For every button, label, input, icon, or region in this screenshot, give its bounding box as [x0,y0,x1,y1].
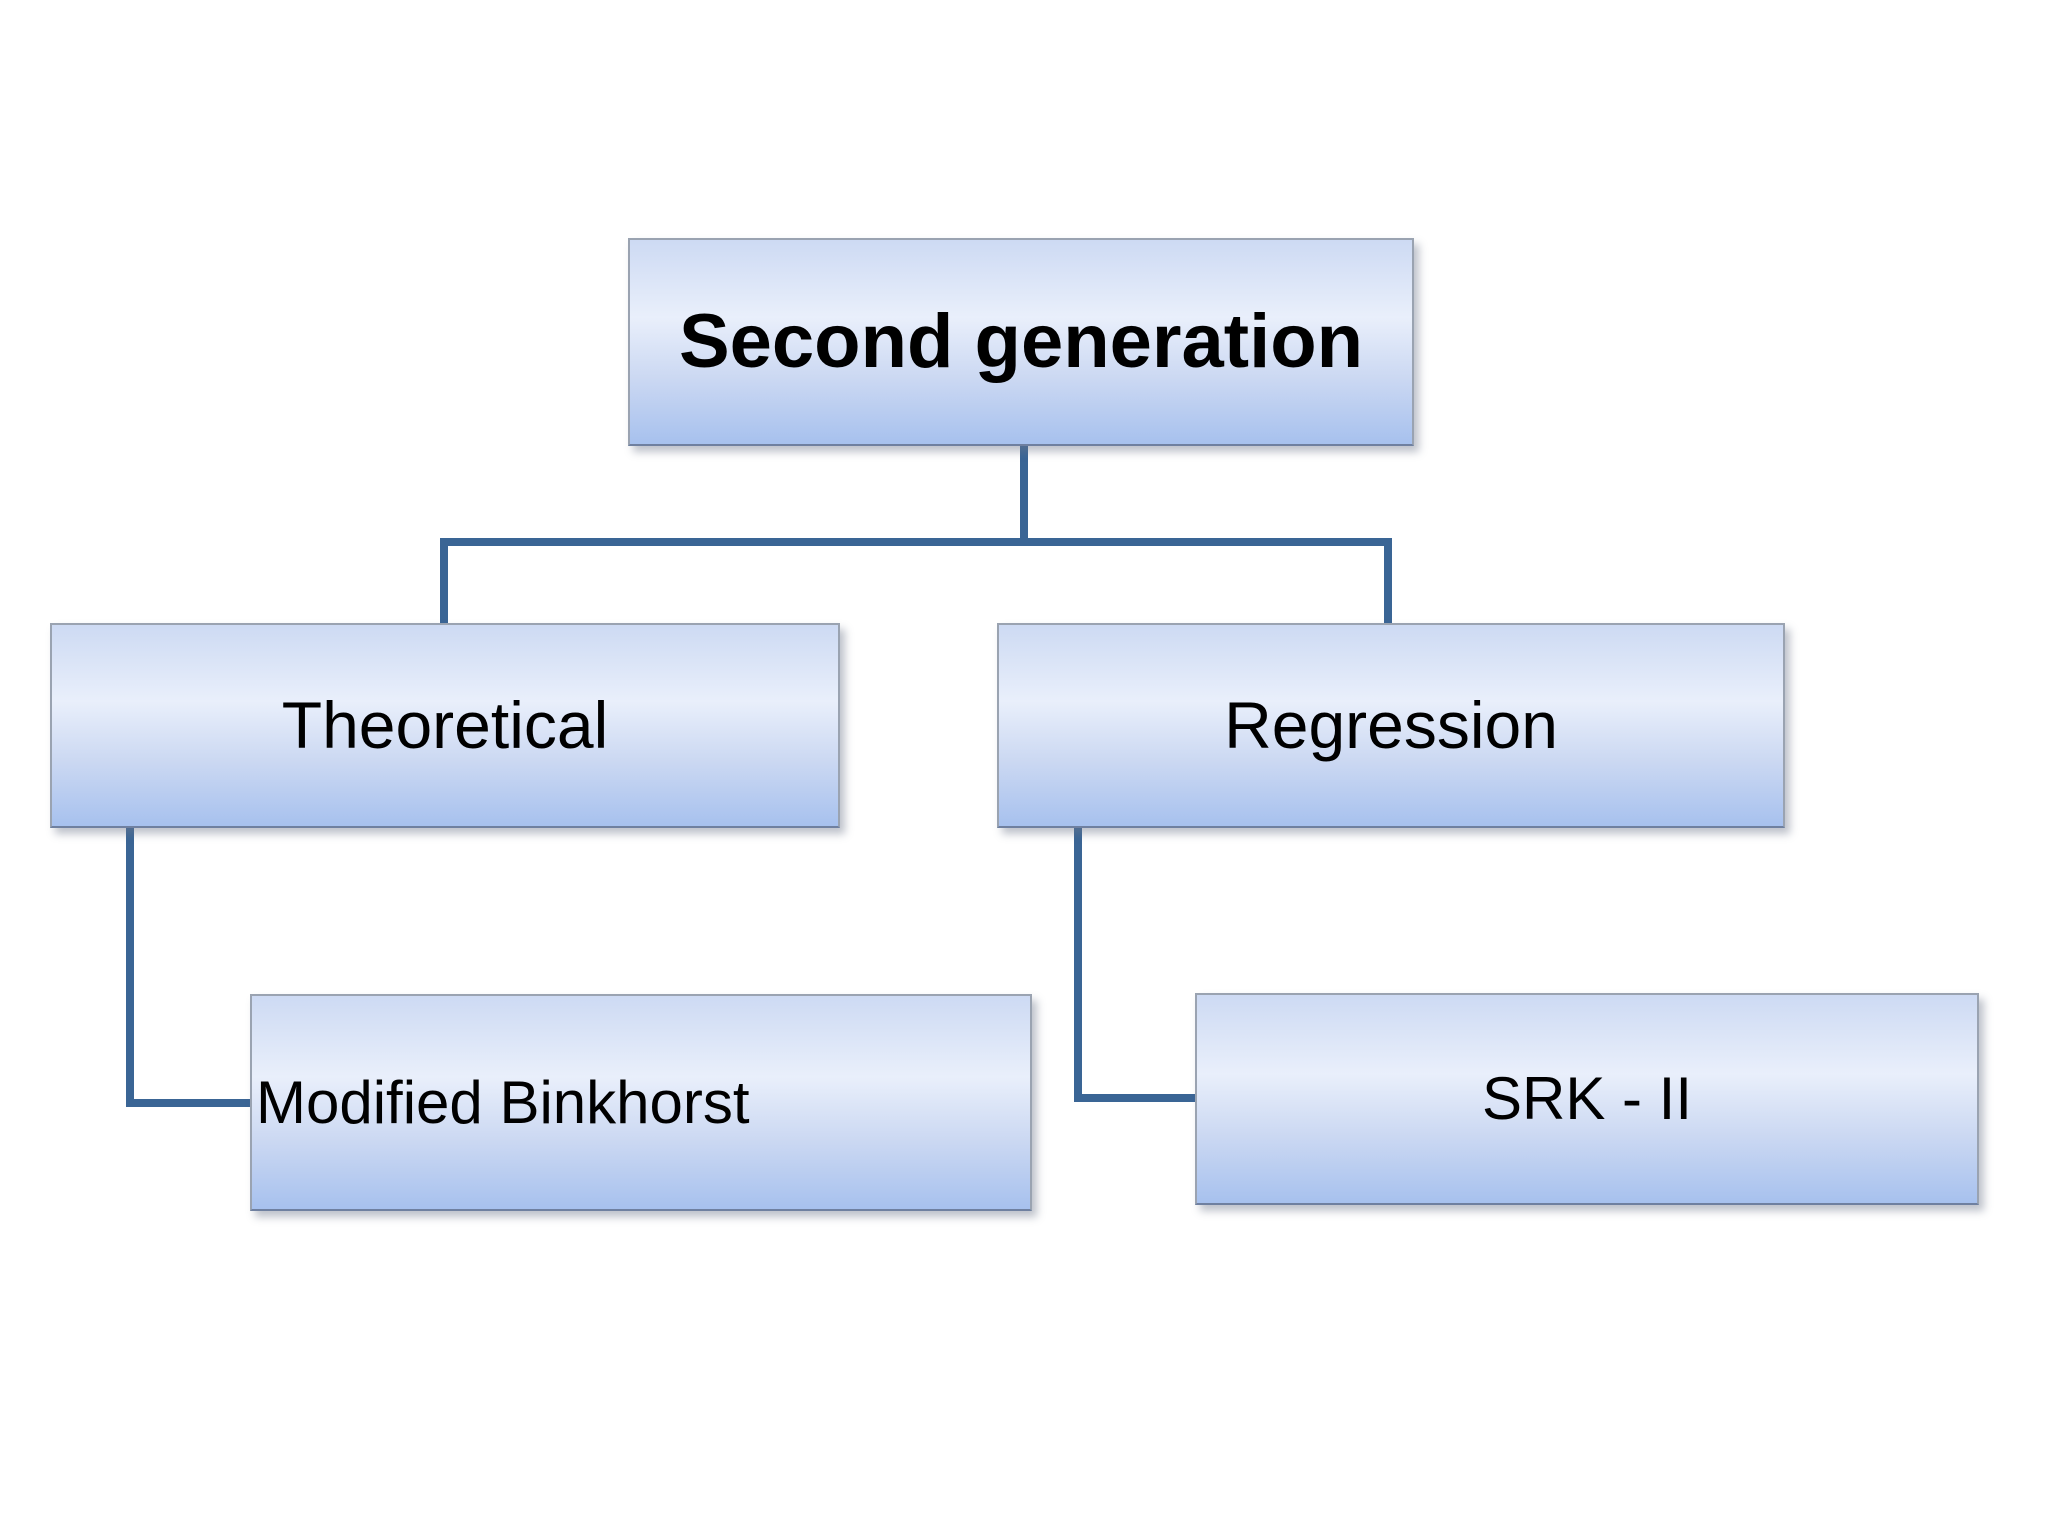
connector-to-modified-binkhorst [126,1099,254,1107]
node-regression-label: Regression [1224,688,1558,763]
node-second-generation-label: Second generation [678,299,1364,385]
connector-rail-to-theoretical [440,538,448,623]
connector-theoretical-stem [126,828,134,1107]
node-theoretical: Theoretical [50,623,840,828]
connector-root-stem [1020,446,1028,546]
connector-to-srk-ii [1074,1094,1199,1102]
node-srk-ii-label: SRK - II [1481,1065,1693,1132]
node-modified-binkhorst: Modified Binkhorst [250,994,1032,1211]
connector-rail-to-regression [1384,538,1392,623]
node-theoretical-label: Theoretical [281,688,609,763]
node-second-generation: Second generation [628,238,1414,446]
node-regression: Regression [997,623,1785,828]
node-modified-binkhorst-label: Modified Binkhorst [256,1068,750,1136]
node-srk-ii: SRK - II [1195,993,1979,1205]
connector-horizontal-rail [440,538,1392,546]
connector-regression-stem [1074,828,1082,1102]
